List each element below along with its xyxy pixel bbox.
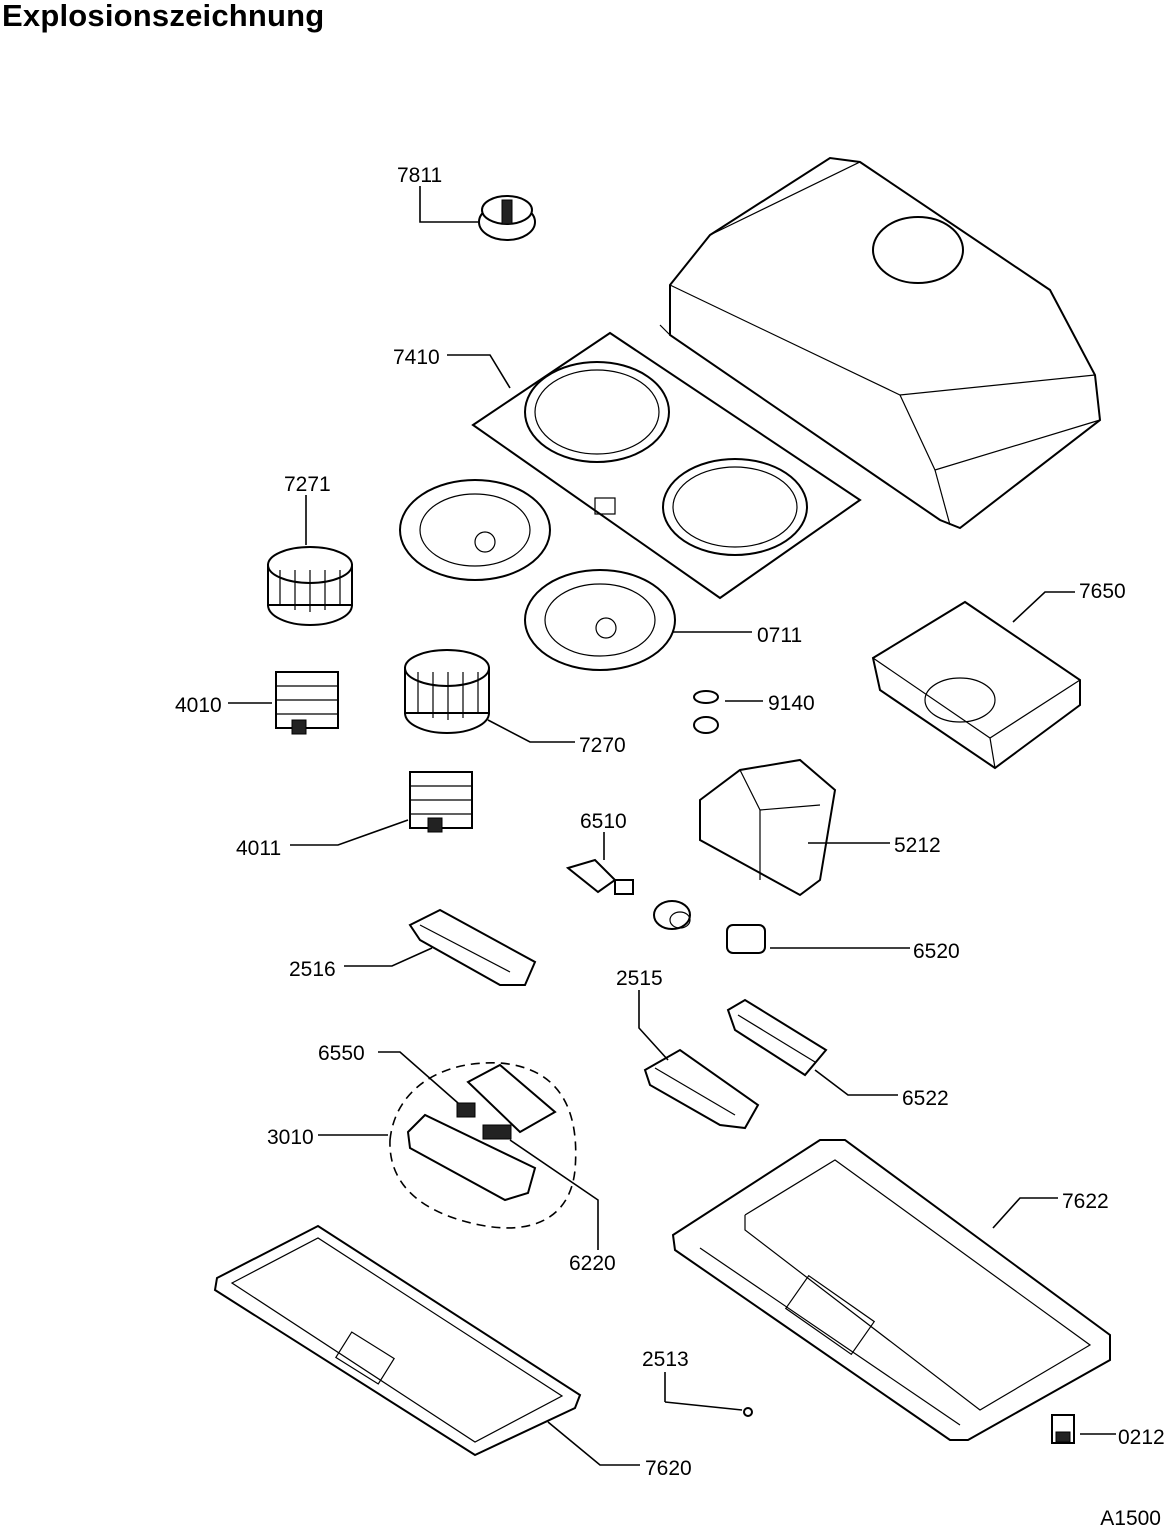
part-4010-motor bbox=[228, 671, 339, 735]
part-7410-plate bbox=[447, 331, 862, 600]
label-7620: 7620 bbox=[645, 1457, 692, 1480]
part-7811-collar bbox=[419, 186, 536, 241]
label-7270: 7270 bbox=[579, 734, 626, 757]
drawing-code: A1500 bbox=[1100, 1507, 1161, 1530]
label-3010: 3010 bbox=[267, 1126, 314, 1149]
part-2516-lamp-cover bbox=[344, 908, 537, 986]
label-7811: 7811 bbox=[397, 164, 442, 187]
part-2513-screw bbox=[664, 1372, 753, 1417]
label-5212: 5212 bbox=[894, 834, 941, 857]
part-0711-volute bbox=[399, 479, 752, 671]
hood-housing bbox=[659, 156, 1102, 530]
part-2515-lamp-cover bbox=[638, 990, 760, 1130]
label-2516: 2516 bbox=[289, 958, 336, 981]
label-0711: 0711 bbox=[757, 624, 802, 647]
label-6550: 6550 bbox=[318, 1042, 365, 1065]
label-6522: 6522 bbox=[902, 1087, 949, 1110]
label-6220: 6220 bbox=[569, 1252, 616, 1275]
label-4010: 4010 bbox=[175, 694, 222, 717]
part-7622-bottom-frame bbox=[671, 1139, 1111, 1441]
label-6520: 6520 bbox=[913, 940, 960, 963]
label-7410: 7410 bbox=[393, 346, 440, 369]
label-7622: 7622 bbox=[1062, 1190, 1109, 1213]
part-5212-control-box bbox=[699, 758, 890, 897]
label-7650: 7650 bbox=[1079, 580, 1126, 603]
page-title: Explosionszeichnung bbox=[2, 0, 325, 33]
label-4011: 4011 bbox=[236, 837, 281, 860]
label-6510: 6510 bbox=[580, 810, 627, 833]
lamp-socket bbox=[653, 900, 691, 930]
label-9140: 9140 bbox=[768, 692, 815, 715]
part-6522-holder bbox=[726, 998, 898, 1096]
part-6520-socket bbox=[726, 924, 910, 954]
part-4011-motor bbox=[290, 771, 473, 846]
part-7271-fan-wheel bbox=[267, 495, 353, 626]
part-7270-fan-wheel bbox=[404, 649, 575, 743]
part-7620-filter bbox=[213, 1224, 640, 1466]
label-2513: 2513 bbox=[642, 1348, 689, 1371]
part-6510-lamp bbox=[565, 832, 634, 895]
label-2515: 2515 bbox=[616, 967, 663, 990]
part-3010-switch-assembly bbox=[318, 1051, 599, 1250]
part-9140-fittings bbox=[693, 690, 763, 734]
label-0212: 0212 bbox=[1118, 1426, 1165, 1449]
part-0212-switch bbox=[1051, 1414, 1116, 1444]
part-7650-box bbox=[871, 591, 1081, 770]
label-7271: 7271 bbox=[284, 473, 331, 496]
